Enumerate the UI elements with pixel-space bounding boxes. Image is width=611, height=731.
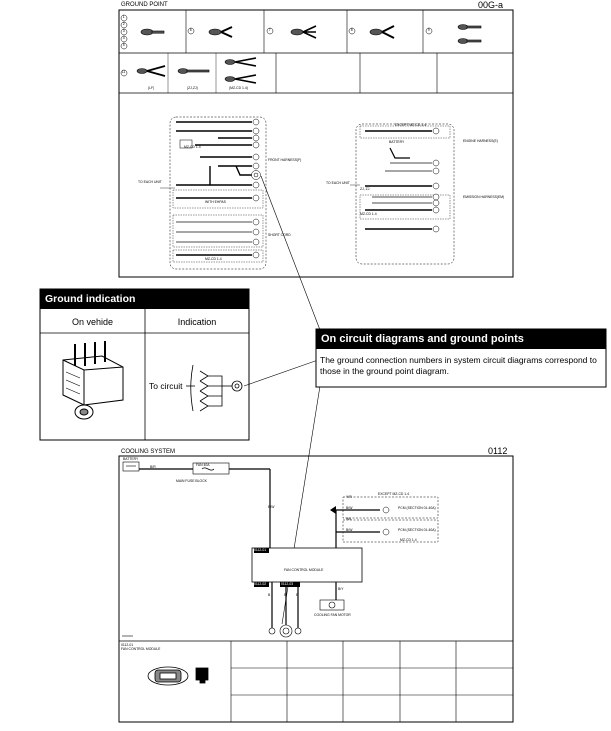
fan-control-module-box	[251, 547, 363, 583]
right-label-mzcd: MZ-CD 1.4	[360, 212, 377, 216]
wire-label: Y/R	[346, 495, 352, 499]
wire-label: W/L	[346, 517, 353, 521]
ground-point-title: GROUND POINT	[121, 2, 168, 8]
right-group-wires	[365, 130, 432, 230]
col-number: 7	[268, 28, 271, 33]
left-label-to-each-unit: TO EACH UNIT	[138, 180, 162, 184]
row-number: 3	[122, 29, 125, 34]
connector-tag: 0112-02	[254, 582, 267, 586]
row-number: 4	[122, 36, 125, 41]
lug-icon-row1-d	[369, 25, 395, 39]
lug-icon-row1-b	[208, 26, 233, 38]
battery-icon	[122, 461, 140, 472]
row2-number: 11	[121, 70, 126, 75]
col-number: 6	[189, 28, 192, 33]
ground-point-sheet-frame	[118, 9, 514, 278]
lug-icon-row1-e	[457, 24, 482, 44]
right-label-battery: BATTERY	[389, 140, 405, 144]
left-label-mzcd: MZ-CD 1.4	[184, 145, 201, 149]
wire-label: B	[296, 593, 299, 597]
left-label-ehpas: WITH EHPAS	[205, 200, 226, 204]
right-label-to-each-unit: TO EACH UNIT	[326, 181, 350, 185]
cooling-sheet-frame	[118, 455, 514, 723]
wire-label: B/W	[268, 505, 275, 509]
left-label-mzcd-bottom: MZ-CD 1.4	[205, 257, 222, 261]
right-label-engine-harness: ENGINE HARNESS(E)	[463, 139, 498, 143]
callout-title: On circuit diagrams and ground points	[316, 329, 606, 349]
row-number: 2	[122, 22, 125, 27]
ground-point-code: 00G-a	[478, 0, 504, 10]
right-label-except: EXCEPT MZ-CD 1.4	[395, 123, 427, 127]
lug-icon-row2-b	[177, 68, 210, 74]
fuse-label: FAN 40A	[196, 463, 210, 467]
connector-tag: 0112-01	[254, 548, 267, 552]
wire-label: B/R	[150, 465, 156, 469]
col-number: 8	[350, 28, 353, 33]
connector-id: 0112-01	[121, 643, 134, 647]
cooling-code: 0112	[488, 446, 508, 456]
ground-relay-icon	[62, 341, 124, 420]
left-label-front-harness: FRONT HARNESS(F)	[268, 158, 302, 162]
wire-label: B/W	[346, 506, 353, 510]
row2-label: (ZJ,ZJ)	[187, 86, 198, 90]
main-fuse-block	[192, 462, 230, 475]
left-group-wires	[176, 121, 252, 256]
right-label-zj: ZJ, ZJ	[360, 187, 370, 191]
col-indication: Indication	[177, 317, 217, 327]
ground-symbol-icon	[186, 364, 243, 412]
ground-indication-title: Ground indication	[45, 293, 136, 305]
row-number: 1	[122, 15, 125, 20]
left-label-short-cord: SHORT CORD	[268, 233, 291, 237]
connector-icon	[147, 666, 209, 686]
cooling-title: COOLING SYSTEM	[121, 449, 176, 455]
mz-label: MZ-CD 1.4	[400, 538, 417, 542]
ground-indication-frame	[39, 288, 250, 441]
col-number: 9	[427, 28, 430, 33]
motor-label: COOLING FAN MOTOR	[314, 613, 351, 617]
lug-icon-row1-a	[140, 28, 165, 36]
left-ground-group	[169, 116, 267, 270]
battery-label: BATTERY	[123, 457, 139, 461]
lug-icon-row2-a	[136, 65, 166, 77]
except-label: EXCEPT MZ-CD 1.4	[378, 492, 410, 496]
fuse-block-label: MAIN FUSE BLOCK	[176, 479, 207, 483]
lug-icon-row2-c	[224, 57, 257, 84]
wire-label: B/Y	[338, 587, 344, 591]
pcm1-label: PCM (SECTION 01-40A)	[398, 506, 436, 510]
to-circuit-label: To circuit	[149, 381, 183, 391]
wire-label: B	[284, 593, 287, 597]
row2-label: (LF)	[148, 86, 155, 90]
module-label: FAN CONTROL MODULE	[284, 568, 324, 572]
callout-body: The ground connection numbers in system …	[320, 355, 597, 376]
connector-tag: 0112-03	[281, 582, 294, 586]
lug-icon-row1-c	[290, 25, 317, 39]
wire-label: B	[268, 593, 271, 597]
row-number: 5	[122, 43, 125, 48]
row2-label: (MZ-CD 1.4)	[229, 86, 248, 90]
col-on-vehicle: On vehide	[71, 317, 114, 327]
wire-label: B/W	[346, 528, 353, 532]
right-label-emission-harness: EMISSION HARNESS(EM)	[463, 195, 505, 199]
cooling-fan-motor-icon	[319, 599, 345, 611]
pcm2-label: PCM (SECTION 01-40A)	[398, 528, 436, 532]
connector-name: FAN CONTROL MODULE	[121, 647, 161, 651]
ground-terminals	[268, 624, 302, 638]
right-ground-group	[355, 123, 455, 265]
